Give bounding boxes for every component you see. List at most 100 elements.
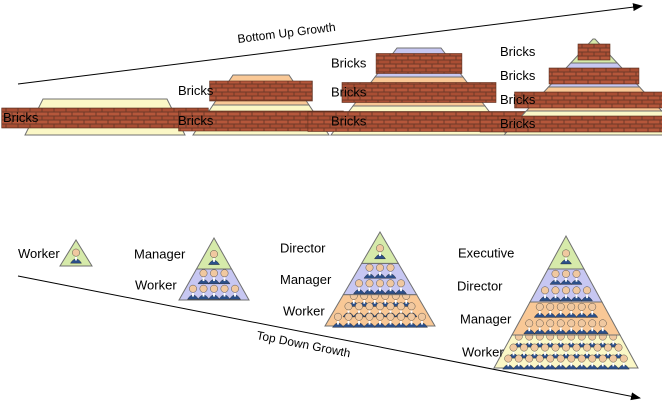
person-icon [363, 279, 376, 295]
layer-label: Bricks [500, 44, 536, 59]
bricks-pyramid-1: Bricks [1, 98, 209, 136]
person-icon [533, 319, 546, 335]
person-icon [586, 302, 599, 318]
person-icon [384, 263, 397, 279]
person-icon [586, 354, 599, 370]
layer-label: Bricks [331, 56, 367, 71]
org-layer: Worker [135, 268, 250, 301]
brick-layer: Bricks [331, 47, 465, 78]
layer-label: Bricks [500, 116, 536, 131]
person-icon [607, 354, 620, 370]
org-layer: Director [457, 268, 603, 303]
layer-label: Director [457, 279, 503, 294]
layer-label: Bricks [178, 83, 214, 98]
layer-label: Manager [460, 312, 512, 327]
org-layer: Worker [18, 239, 93, 267]
person-icon [560, 286, 572, 302]
org-pyramid-3: Worker Manager Director [280, 231, 436, 328]
person-icon [554, 302, 567, 318]
person-icon [70, 248, 82, 264]
org-layer: Executive [458, 234, 585, 270]
org-layer: Worker [462, 332, 639, 370]
top-down-pyramids: WorkerWorkerManagerWorkerManagerDirector… [18, 231, 639, 370]
bottom-up-label: Bottom Up Growth [237, 20, 337, 46]
org-layer: Manager [134, 236, 233, 270]
org-layer: Director [280, 231, 400, 264]
person-icon [581, 286, 593, 302]
person-icon [575, 302, 588, 318]
person-icon [544, 319, 557, 335]
person-icon [353, 279, 365, 295]
layer-label: Worker [462, 345, 504, 360]
person-icon [208, 284, 220, 300]
person-icon [353, 312, 365, 328]
brick-layer: Bricks [178, 74, 313, 106]
person-icon [208, 250, 220, 265]
brick-layer: Bricks [500, 86, 662, 112]
layer-label: Manager [134, 247, 186, 262]
person-icon [523, 354, 536, 370]
person-icon [374, 312, 386, 328]
person-icon [533, 354, 546, 370]
person-icon [363, 263, 376, 279]
org-pyramid-1: Worker [18, 239, 93, 267]
layer-label: Worker [135, 278, 177, 293]
brick-layer: Bricks [479, 110, 662, 136]
person-icon [197, 269, 210, 285]
brick-wall-icon [209, 80, 313, 102]
person-icon [554, 354, 567, 370]
person-icon [544, 354, 557, 370]
top-down-label: Top Down Growth [255, 328, 351, 360]
person-icon [617, 354, 630, 370]
person-icon [229, 284, 241, 300]
brick-wall-icon [341, 82, 497, 103]
person-icon [565, 302, 578, 318]
person-icon [554, 319, 567, 335]
person-icon [218, 269, 231, 285]
layer-label: Bricks [3, 110, 39, 125]
person-icon [596, 354, 609, 370]
person-icon [560, 249, 572, 265]
person-icon [208, 269, 220, 285]
org-layer: Worker [283, 291, 436, 328]
person-icon [560, 269, 572, 285]
person-icon [565, 354, 578, 370]
layer-label: Bricks [500, 92, 536, 107]
brick-wall-icon [375, 53, 463, 74]
brick-wall-icon [479, 115, 662, 133]
org-layer: Manager [280, 262, 418, 296]
brick-wall-icon [577, 43, 611, 61]
layer-label: Worker [283, 303, 325, 318]
person-icon [539, 343, 551, 359]
person-icon [549, 286, 562, 302]
person-icon [374, 244, 386, 260]
person-icon [565, 319, 578, 335]
org-pyramid-2: Worker Manager [134, 236, 250, 301]
brick-layer: Bricks [307, 105, 531, 136]
brick-layer: Bricks [1, 98, 209, 136]
layer-label: Bricks [500, 68, 536, 83]
layer-label: Bricks [331, 114, 367, 129]
person-icon [395, 312, 407, 328]
person-icon [596, 319, 609, 335]
org-pyramid-4: Worker Manager Director Executive [457, 234, 639, 370]
layer-label: Worker [18, 246, 60, 261]
layer-label: Bricks [331, 85, 367, 100]
person-icon [586, 319, 599, 335]
person-icon [570, 286, 583, 302]
person-icon [570, 269, 583, 285]
person-icon [374, 279, 386, 295]
person-icon [502, 354, 515, 370]
person-icon [384, 279, 397, 295]
brick-layer: Bricks [331, 76, 497, 107]
brick-wall-icon [514, 91, 662, 109]
person-icon [544, 302, 557, 318]
person-icon [363, 312, 376, 328]
layer-label: Director [280, 241, 326, 256]
person-icon [539, 286, 551, 302]
